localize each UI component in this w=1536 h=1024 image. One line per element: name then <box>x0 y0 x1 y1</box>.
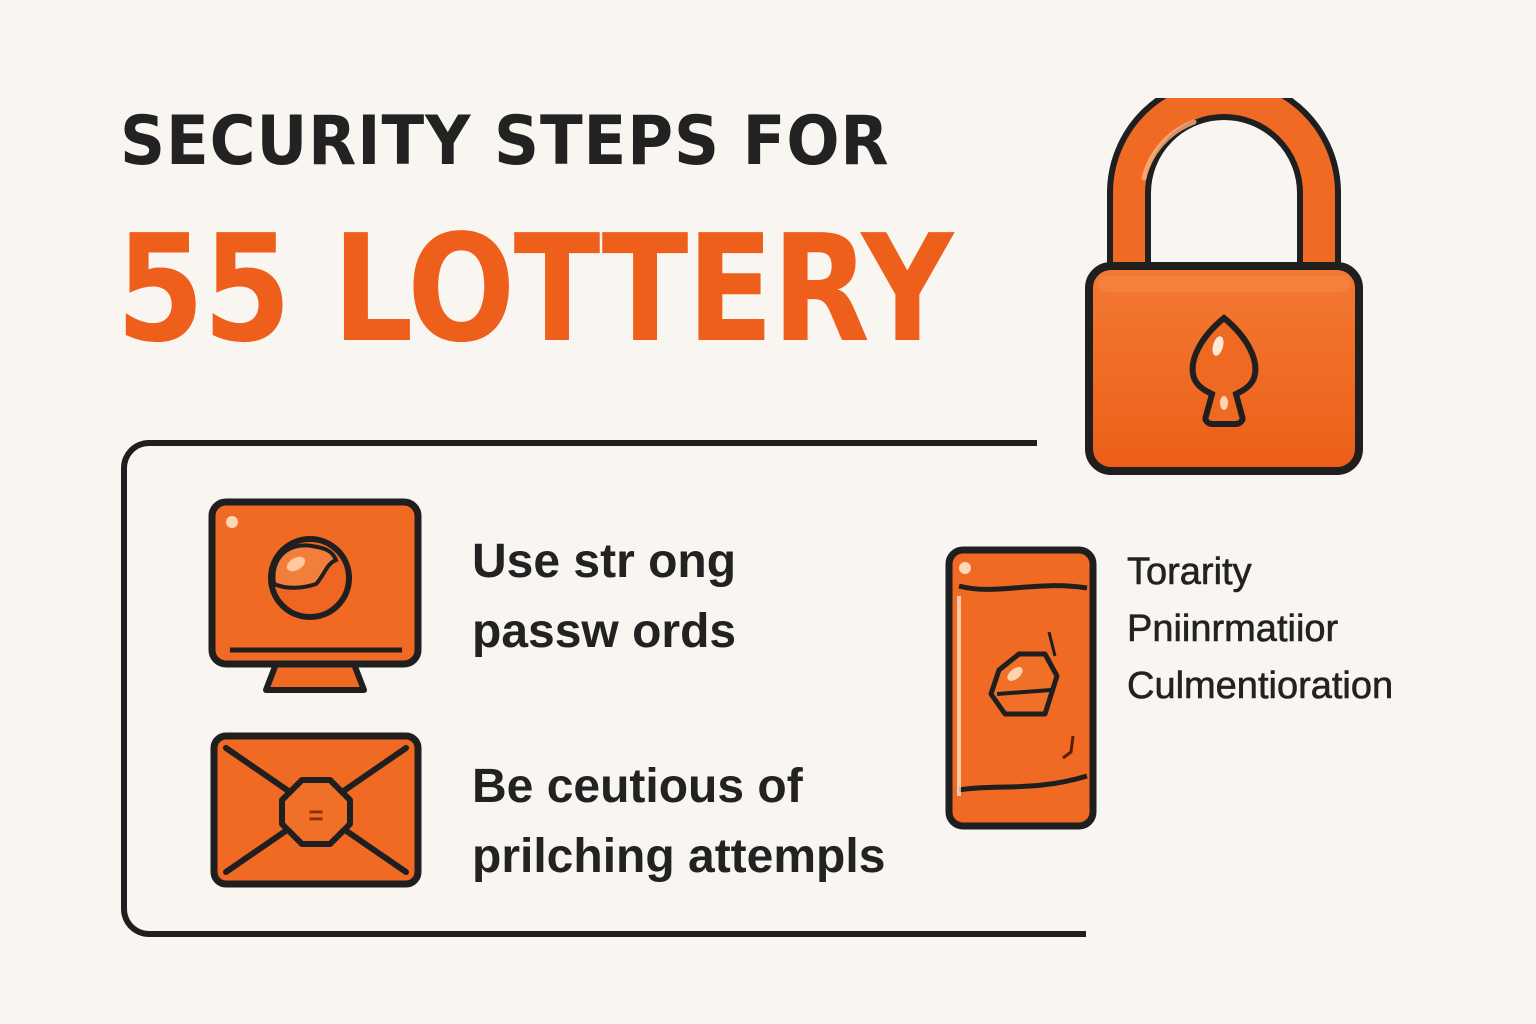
monitor-icon <box>208 498 422 694</box>
padlock-icon <box>1084 76 1364 476</box>
svg-text:=: = <box>308 800 323 830</box>
step-line: Pniinrmatiior <box>1127 608 1339 651</box>
heading-subtitle: SECURITY STEPS FOR <box>120 102 890 181</box>
step-two-factor: Torarity Pniinrmatiior Culmentioration <box>1127 544 1394 715</box>
step-line: passw ords <box>472 605 737 658</box>
step-phishing-caution: Be ceutious of prilching attempls <box>472 752 885 892</box>
step-line: Be ceutious of <box>472 760 803 813</box>
steps-panel-bottom-border <box>148 931 1086 937</box>
step-line: Torarity <box>1127 551 1252 594</box>
heading-title: 55 LOTTERY <box>116 203 953 375</box>
steps-panel-top-border <box>148 440 1037 446</box>
envelope-icon: = <box>210 732 422 888</box>
step-line: Culmentioration <box>1127 665 1394 708</box>
steps-panel-frame <box>121 440 181 937</box>
phone-icon <box>945 546 1097 830</box>
step-line: prilching attempls <box>472 830 886 883</box>
step-strong-passwords: Use str ong passw ords <box>472 527 736 667</box>
step-line: Use str ong <box>472 535 737 588</box>
